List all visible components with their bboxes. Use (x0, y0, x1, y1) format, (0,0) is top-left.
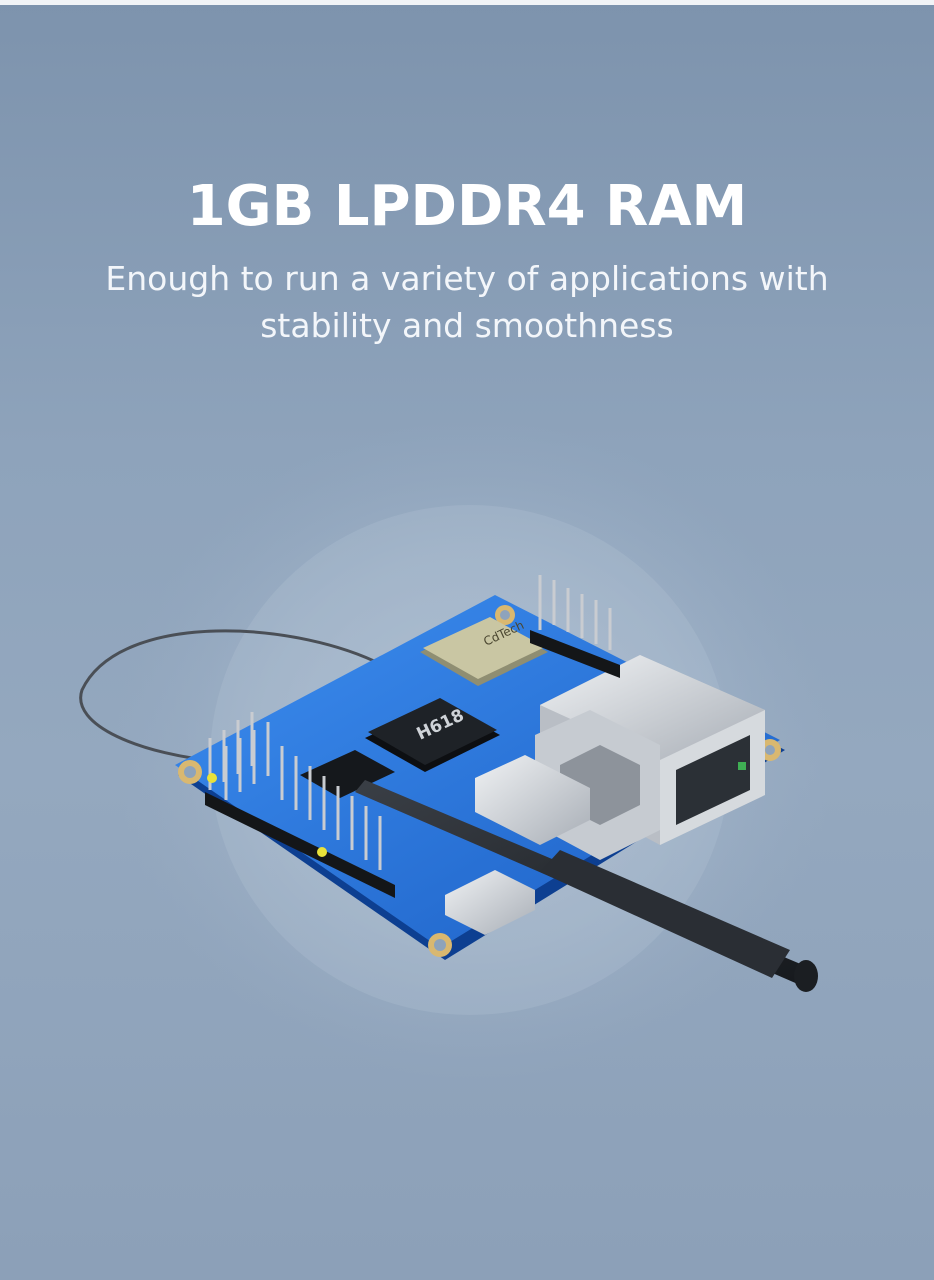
gpio-header (208, 712, 382, 870)
antenna (355, 780, 818, 992)
page-subtitle: Enough to run a variety of applications … (105, 259, 829, 345)
board-illustration: CdTech H618 (79, 420, 835, 1080)
usb-c-port (475, 755, 590, 845)
soc-chip: H618 (365, 698, 500, 772)
gpio-base (205, 792, 395, 898)
hdmi-port (445, 870, 535, 935)
product-image: CdTech H618 (0, 420, 934, 1120)
page-title: 1GB LPDDR4 RAM (186, 173, 748, 239)
antenna-cable (79, 629, 389, 764)
top-strip (0, 0, 934, 5)
debug-header (538, 575, 612, 650)
